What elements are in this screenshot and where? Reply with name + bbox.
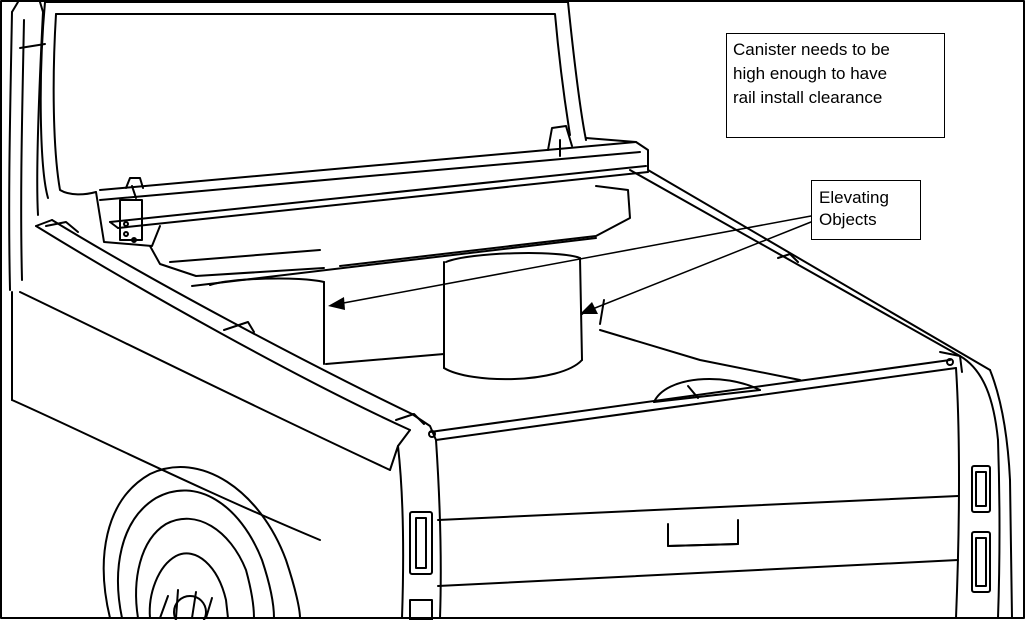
rail-canister (95, 125, 649, 277)
elevating-callout-line-2: Objects (819, 210, 877, 229)
elevating-objects-callout: Elevating Objects (811, 180, 921, 240)
canister-callout-line-3: rail install clearance (733, 88, 883, 107)
left-tail-lights (409, 511, 433, 621)
tail-light-upper (971, 465, 991, 513)
elevating-cylinders (209, 252, 801, 403)
arrowhead-right (580, 302, 598, 314)
wheel (102, 466, 301, 625)
callout-arrows (337, 215, 812, 311)
right-corner (959, 355, 1013, 619)
tailgate (428, 358, 960, 619)
open-lid (19, 1, 587, 199)
canister-clearance-callout: Canister needs to be high enough to have… (726, 33, 945, 138)
truck-bed (11, 169, 991, 619)
tail-light-lower (971, 531, 991, 593)
canister-callout-line-1: Canister needs to be (733, 40, 890, 59)
canister-callout-line-2: high enough to have (733, 64, 888, 83)
elevating-callout-line-1: Elevating (819, 188, 889, 207)
arrowhead-left (328, 297, 345, 310)
leader-line-left-cylinder (337, 215, 812, 305)
leader-line-right-cylinder (589, 221, 812, 311)
